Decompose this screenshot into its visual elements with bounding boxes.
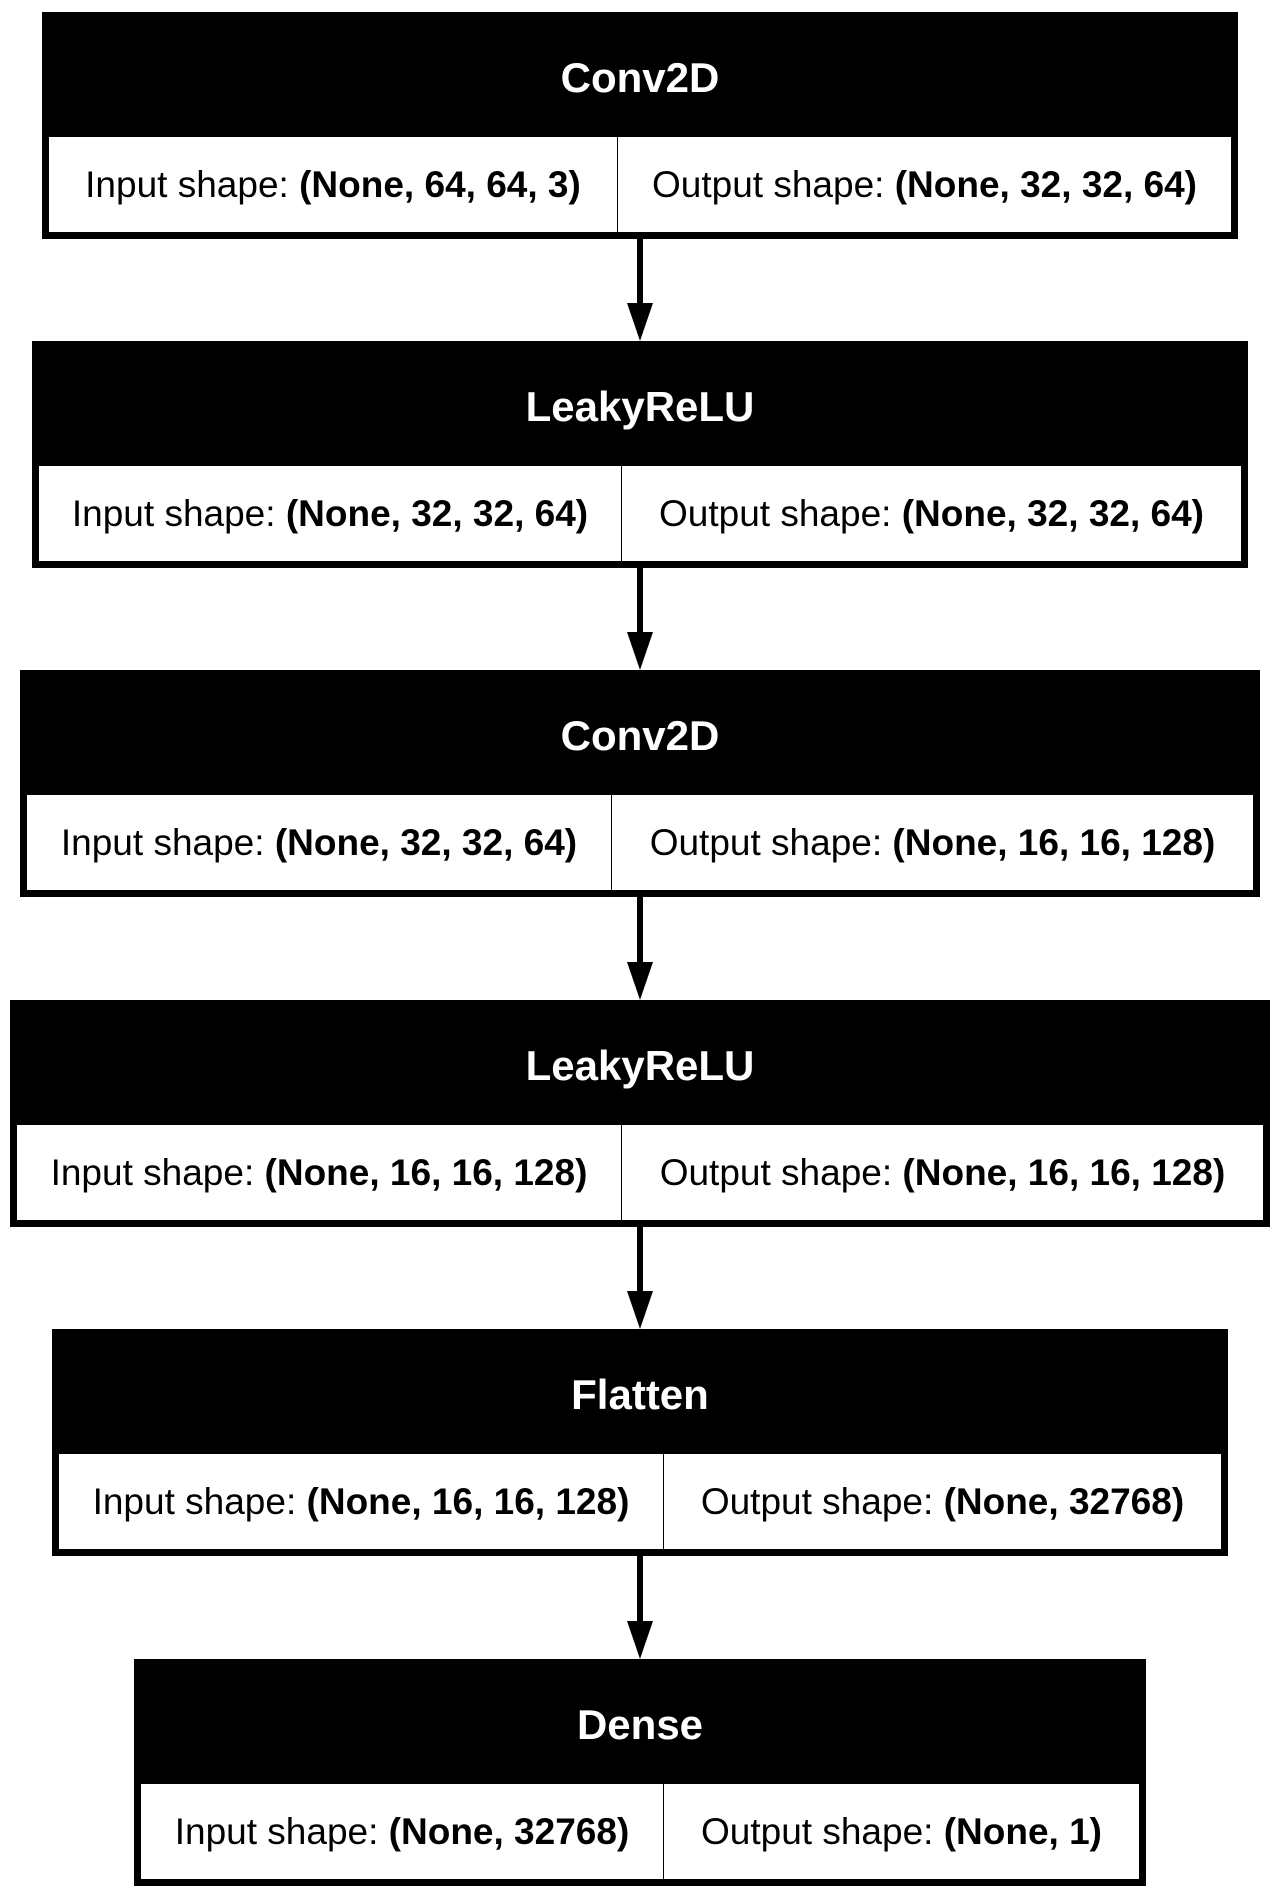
input-shape-label: Input shape: xyxy=(71,492,276,534)
layer-title: LeakyReLU xyxy=(525,383,755,430)
input-shape-value: (None, 64, 64, 3) xyxy=(299,163,581,205)
input-shape-label: Input shape: xyxy=(174,1810,379,1852)
layer-node-leakyrelu-2: LeakyReLU Input shape: (None, 16, 16, 12… xyxy=(10,1000,1270,1227)
layer-title: Dense xyxy=(576,1701,704,1748)
output-shape-value: (None, 1) xyxy=(943,1810,1102,1852)
output-shape-cell: Output shape: (None, 32, 32, 64) xyxy=(622,466,1241,561)
input-shape-cell: Input shape: (None, 32, 32, 64) xyxy=(39,466,621,561)
input-shape-cell: Input shape: (None, 32, 32, 64) xyxy=(27,795,611,890)
input-shape-cell: Input shape: (None, 32768) xyxy=(141,1784,663,1879)
output-shape-cell: Output shape: (None, 16, 16, 128) xyxy=(612,795,1253,890)
output-shape-value: (None, 32, 32, 64) xyxy=(901,492,1205,534)
output-shape-cell: Output shape: (None, 1) xyxy=(664,1784,1139,1879)
layer-title: LeakyReLU xyxy=(525,1042,755,1089)
output-shape-cell: Output shape: (None, 32768) xyxy=(664,1454,1221,1549)
layer-title: Conv2D xyxy=(560,712,720,759)
input-shape-value: (None, 16, 16, 128) xyxy=(264,1151,588,1193)
output-shape-label: Output shape: xyxy=(649,821,883,863)
input-shape-cell: Input shape: (None, 16, 16, 128) xyxy=(17,1125,621,1220)
output-shape-label: Output shape: xyxy=(651,163,885,205)
output-shape-label: Output shape: xyxy=(700,1810,934,1852)
output-shape-label: Output shape: xyxy=(658,492,892,534)
output-shape-value: (None, 16, 16, 128) xyxy=(892,821,1216,863)
input-shape-label: Input shape: xyxy=(92,1480,297,1522)
output-shape-label: Output shape: xyxy=(659,1151,893,1193)
input-shape-value: (None, 16, 16, 128) xyxy=(306,1480,630,1522)
input-shape-value: (None, 32, 32, 64) xyxy=(285,492,589,534)
input-shape-value: (None, 32768) xyxy=(388,1810,630,1852)
output-shape-cell: Output shape: (None, 16, 16, 128) xyxy=(622,1125,1263,1220)
layer-node-dense: Dense Input shape: (None, 32768) Output … xyxy=(134,1659,1146,1886)
layer-node-flatten: Flatten Input shape: (None, 16, 16, 128)… xyxy=(52,1329,1228,1556)
edge-arrowhead-2 xyxy=(627,632,653,670)
input-shape-cell: Input shape: (None, 16, 16, 128) xyxy=(59,1454,663,1549)
input-shape-value: (None, 32, 32, 64) xyxy=(274,821,578,863)
layer-title: Flatten xyxy=(571,1371,709,1418)
edge-arrowhead-3 xyxy=(627,962,653,1000)
edge-arrowhead-1 xyxy=(627,303,653,341)
layer-node-leakyrelu-1: LeakyReLU Input shape: (None, 32, 32, 64… xyxy=(32,341,1248,568)
layer-node-conv2d-1: Conv2D Input shape: (None, 64, 64, 3) Ou… xyxy=(42,12,1238,239)
output-shape-value: (None, 32768) xyxy=(943,1480,1185,1522)
layer-node-conv2d-2: Conv2D Input shape: (None, 32, 32, 64) O… xyxy=(20,670,1260,897)
input-shape-label: Input shape: xyxy=(60,821,265,863)
input-shape-label: Input shape: xyxy=(50,1151,255,1193)
output-shape-value: (None, 16, 16, 128) xyxy=(902,1151,1226,1193)
output-shape-label: Output shape: xyxy=(700,1480,934,1522)
edge-arrowhead-4 xyxy=(627,1291,653,1329)
output-shape-value: (None, 32, 32, 64) xyxy=(894,163,1198,205)
edge-arrowhead-5 xyxy=(627,1621,653,1659)
input-shape-label: Input shape: xyxy=(85,163,289,205)
output-shape-cell: Output shape: (None, 32, 32, 64) xyxy=(618,137,1231,232)
layer-title: Conv2D xyxy=(560,54,720,101)
input-shape-cell: Input shape: (None, 64, 64, 3) xyxy=(49,137,617,232)
